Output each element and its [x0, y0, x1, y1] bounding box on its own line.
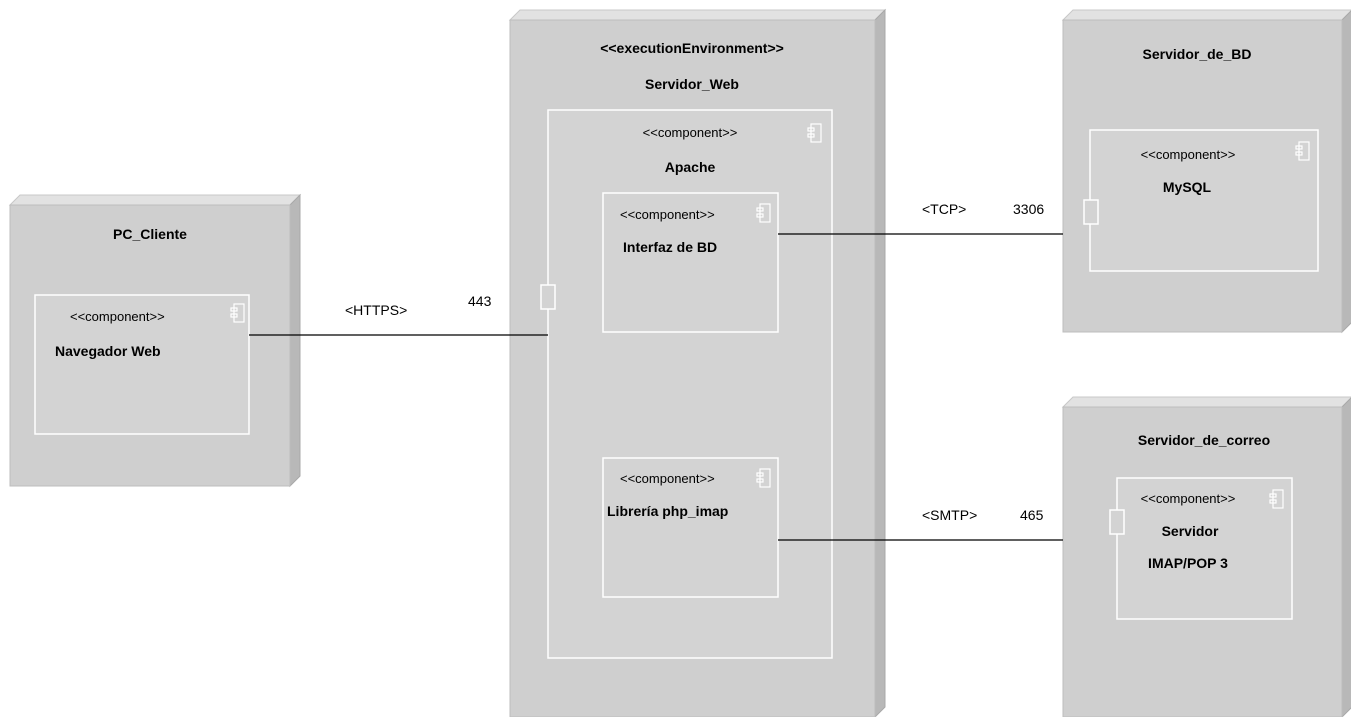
apache-stereotype: <<component>> [642, 125, 738, 140]
component-icon [1269, 489, 1284, 509]
mysql-port [1083, 199, 1099, 225]
mysql-component-box [1089, 129, 1319, 272]
component-icon [756, 203, 771, 223]
component-icon [230, 303, 245, 323]
servidor-web-stereotype: <<executionEnvironment>> [600, 40, 784, 56]
smtp-port-label: 465 [1020, 507, 1044, 523]
servidor-imap-stereotype: <<component>> [1140, 491, 1236, 506]
navegador-stereotype: <<component>> [70, 309, 165, 324]
interfaz-bd-name: Interfaz de BD [623, 239, 718, 255]
servidor-imap-name-line1: Servidor [1161, 523, 1219, 539]
tcp-port-label: 3306 [1013, 201, 1045, 217]
https-port-label: 443 [468, 293, 492, 309]
pc-cliente-title: PC_Cliente [113, 226, 187, 242]
component-icon [756, 468, 771, 488]
libreria-name: Librería php_imap [607, 503, 729, 519]
mysql-name: MySQL [1162, 179, 1212, 195]
https-protocol-label: <HTTPS> [345, 302, 408, 318]
servidor-imap-component-box [1116, 477, 1293, 620]
apache-name: Apache [664, 159, 716, 175]
servidor-correo-title: Servidor_de_correo [1137, 432, 1271, 448]
servidor-bd-title: Servidor_de_BD [1142, 46, 1252, 62]
servidor-imap-port [1109, 509, 1125, 535]
interfaz-bd-stereotype: <<component>> [620, 207, 715, 222]
libreria-component-box [602, 457, 779, 598]
servidor-web-title: Servidor_Web [645, 76, 739, 92]
smtp-protocol-label: <SMTP> [922, 507, 978, 523]
interfaz-bd-component-box [602, 192, 779, 333]
navegador-name: Navegador Web [55, 343, 161, 359]
component-icon [1295, 141, 1310, 161]
libreria-stereotype: <<component>> [620, 471, 715, 486]
apache-port [540, 284, 556, 310]
component-icon [807, 123, 822, 143]
mysql-stereotype: <<component>> [1140, 147, 1236, 162]
tcp-protocol-label: <TCP> [922, 201, 967, 217]
servidor-imap-name-line2: IMAP/POP 3 [1148, 555, 1228, 571]
navegador-component-box [34, 294, 250, 435]
